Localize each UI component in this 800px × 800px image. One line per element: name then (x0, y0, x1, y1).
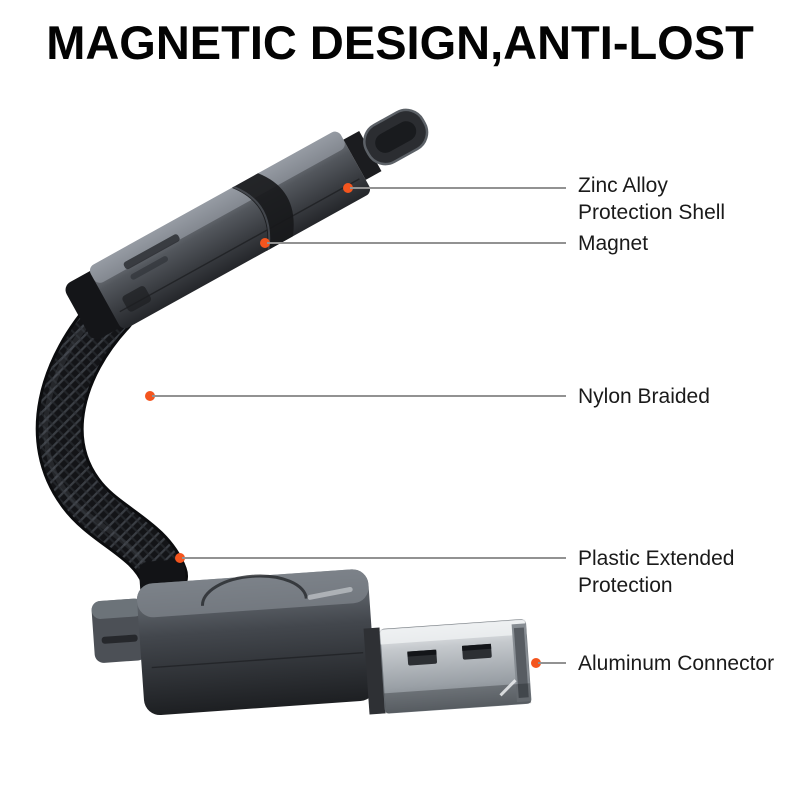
callout-label: Magnet (578, 232, 649, 255)
callout-dot-icon (175, 553, 185, 563)
magnetic-connector (65, 108, 429, 340)
callout-label: Aluminum Connector (578, 652, 775, 675)
callout-label: Nylon Braided (578, 385, 710, 408)
callout-dot-icon (343, 183, 353, 193)
leader-line (182, 557, 566, 559)
leader-line (350, 187, 566, 189)
callout-dot-icon (260, 238, 270, 248)
callout-label: Plastic Extended Protection (578, 547, 735, 597)
leader-line (267, 242, 566, 244)
connector-body (91, 559, 532, 716)
usb-a-plug (379, 619, 532, 714)
page-title: MAGNETIC DESIGN,ANTI-LOST (46, 16, 754, 69)
braided-cable (35, 288, 188, 600)
leader-line (538, 662, 566, 664)
callout-dot-icon (145, 391, 155, 401)
callout-label: Zinc Alloy Protection Shell (578, 174, 726, 224)
leader-line (152, 395, 566, 397)
callout-dot-icon (531, 658, 541, 668)
usb-c-plug (343, 108, 429, 180)
